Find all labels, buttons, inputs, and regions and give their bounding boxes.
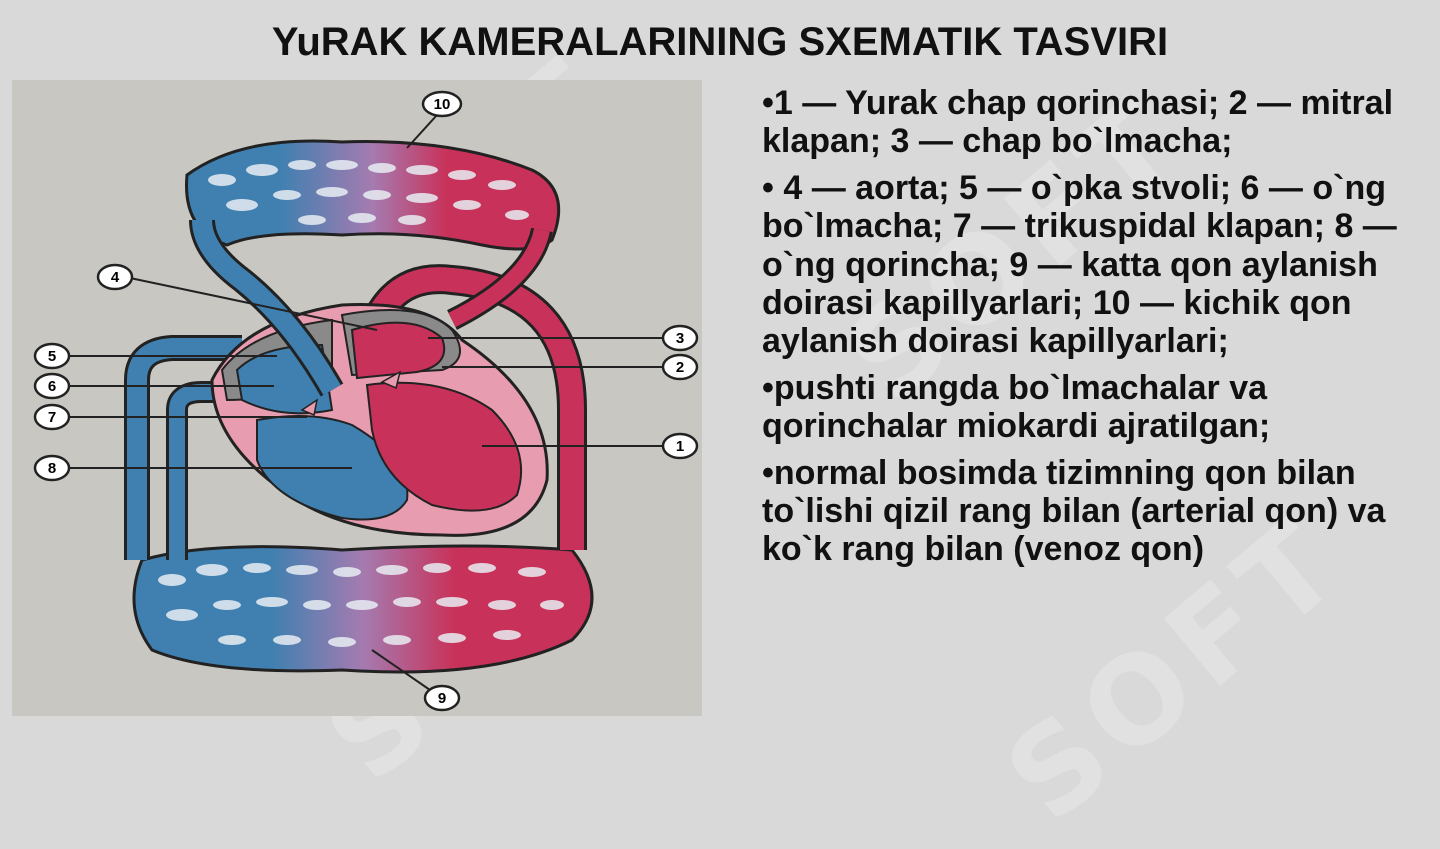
label-9: 9 (438, 690, 446, 707)
label-marker-8: 8 (33, 454, 71, 482)
label-marker-10: 10 (421, 90, 463, 118)
mitral-valve (380, 370, 402, 390)
label-5: 5 (48, 348, 56, 365)
label-marker-1: 1 (661, 432, 699, 460)
label-marker-2: 2 (661, 353, 699, 381)
bullet-item: •1 — Yurak chap qorinchasi; 2 — mitral k… (762, 84, 1394, 161)
bullet-item: •normal bosimda tizimning qon bilan to`l… (762, 453, 1386, 569)
tricuspid-valve (300, 398, 319, 417)
label-1: 1 (676, 438, 684, 455)
bullet-item: • 4 — aorta; 5 — o`pka stvoli; 6 — o`ng … (762, 168, 1397, 361)
label-marker-9: 9 (423, 684, 461, 712)
left-ventricle (365, 381, 523, 512)
label-7: 7 (48, 409, 56, 426)
label-3: 3 (676, 330, 684, 347)
label-4: 4 (111, 269, 120, 286)
label-10: 10 (434, 96, 451, 113)
label-8: 8 (48, 460, 56, 477)
label-marker-5: 5 (33, 342, 71, 370)
slide-title: YuRAK KAMERALARINING SXEMATIK TASVIRI (271, 20, 1169, 64)
heart-diagram: 4 5 6 7 8 3 2 1 9 10 (12, 80, 702, 716)
label-marker-3: 3 (661, 324, 699, 352)
label-2: 2 (676, 359, 684, 376)
bullet-item: •pushti rangda bo`lmachalar va qorinchal… (762, 368, 1271, 446)
label-marker-6: 6 (33, 372, 71, 400)
label-marker-4: 4 (96, 263, 134, 291)
bullet-list: •1 — Yurak chap qorinchasi; 2 — mitral k… (762, 84, 1422, 577)
label-6: 6 (48, 378, 56, 395)
label-marker-7: 7 (33, 403, 71, 431)
